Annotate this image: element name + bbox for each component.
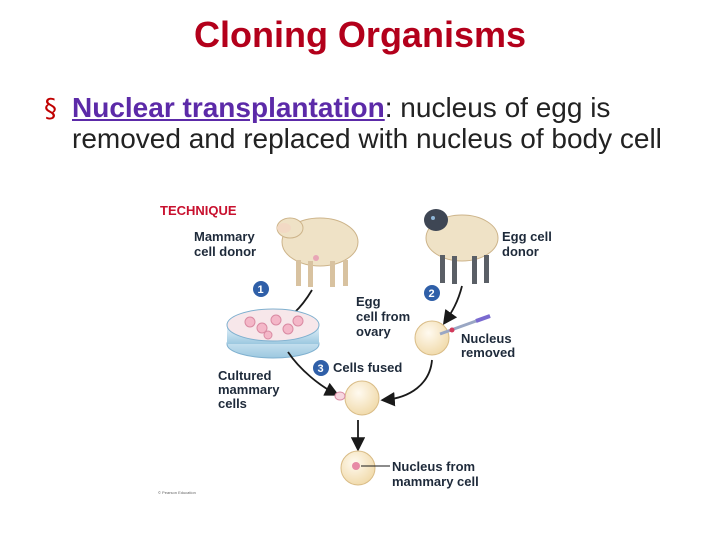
step-1-number: 1 xyxy=(258,284,264,296)
pipette-icon xyxy=(439,314,491,336)
s-bullet-icon: § xyxy=(44,94,57,124)
cells-fused-label: Cells fused xyxy=(333,360,402,375)
arrow-dish-to-fusion xyxy=(287,351,340,396)
cultured-label-1: Cultured xyxy=(218,368,272,383)
nucleus-from-label-2: mammary cell xyxy=(392,474,479,489)
bullet-description: nucleus of egg is removed and replaced w… xyxy=(72,92,662,154)
bullet-separator: : xyxy=(384,92,393,123)
step-3-number: 3 xyxy=(318,363,324,375)
technique-heading: TECHNIQUE xyxy=(160,203,237,218)
cultured-label-3: cells xyxy=(218,396,247,411)
nucleus-from-label-1: Nucleus from xyxy=(392,459,475,474)
step-3-badge: 3 xyxy=(313,360,329,376)
arrow-egg-donor-to-egg xyxy=(442,285,463,325)
petri-dish-icon xyxy=(226,308,320,359)
nucleus-removed-label-2: removed xyxy=(461,345,515,360)
egg-donor-sheep-icon xyxy=(424,209,499,284)
cloning-diagram-svg: TECHNIQUE Mammary cell donor Egg cell do… xyxy=(158,203,552,495)
egg-ovary-label-2: cell from xyxy=(356,309,410,324)
bullet-term: Nuclear transplantation xyxy=(72,92,385,123)
reconstructed-egg-icon xyxy=(340,450,376,486)
egg-ovary-label-3: ovary xyxy=(356,324,391,339)
copyright-text: © Pearson Education xyxy=(158,490,196,495)
mammary-donor-sheep-icon xyxy=(276,217,359,287)
mammary-donor-label-1: Mammary xyxy=(194,229,255,244)
step-1-badge: 1 xyxy=(253,281,269,297)
mammary-donor-label-2: cell donor xyxy=(194,244,256,259)
cloning-diagram: TECHNIQUE Mammary cell donor Egg cell do… xyxy=(140,198,580,508)
egg-ovary-label-1: Egg xyxy=(356,294,381,309)
nucleus-removed-label-1: Nucleus xyxy=(461,331,512,346)
fused-cell-icon xyxy=(334,380,380,416)
cultured-label-2: mammary xyxy=(218,382,280,397)
egg-donor-label-1: Egg cell xyxy=(502,229,552,244)
step-2-badge: 2 xyxy=(424,285,440,301)
egg-donor-label-2: donor xyxy=(502,244,539,259)
egg-cell-icon xyxy=(414,320,450,356)
arrow-egg-to-fusion xyxy=(380,359,433,407)
bullet-text: Nuclear transplantation: nucleus of egg … xyxy=(72,92,672,154)
slide-title: Cloning Organisms xyxy=(193,14,527,55)
step-2-number: 2 xyxy=(429,288,435,300)
